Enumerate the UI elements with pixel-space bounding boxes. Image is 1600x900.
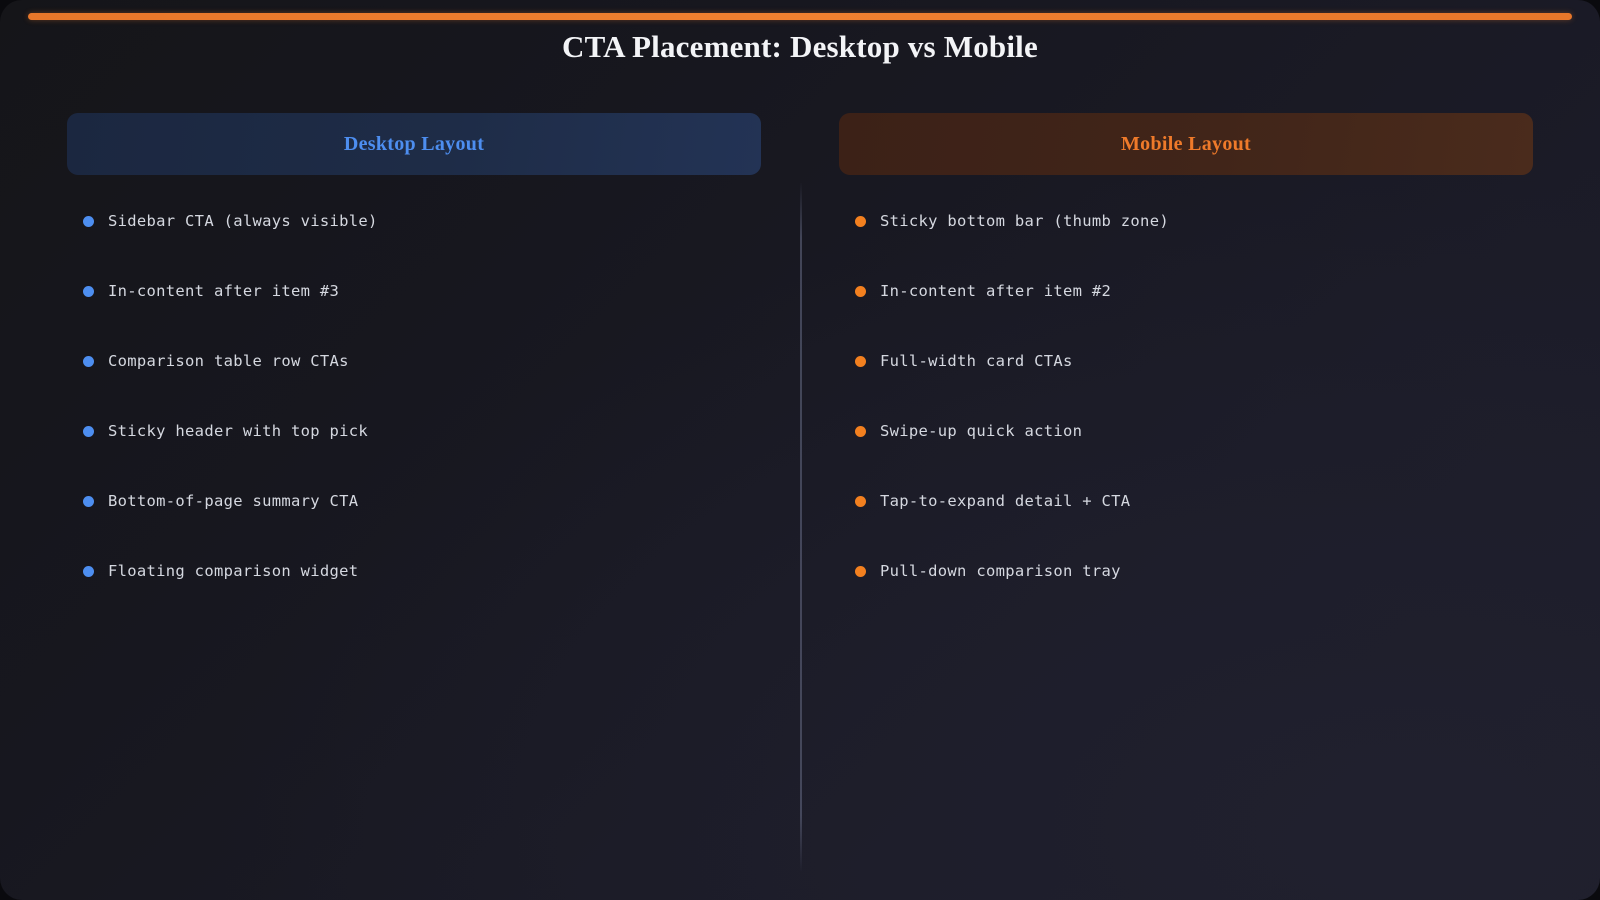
list-item-label: Floating comparison widget bbox=[108, 562, 359, 580]
list-item-label: Pull-down comparison tray bbox=[880, 562, 1121, 580]
top-accent-bar bbox=[28, 13, 1572, 20]
list-item-label: In-content after item #3 bbox=[108, 282, 340, 300]
list-item: Bottom-of-page summary CTA bbox=[67, 491, 761, 561]
page-title: CTA Placement: Desktop vs Mobile bbox=[562, 29, 1038, 64]
bullet-icon bbox=[83, 566, 94, 577]
list-item: Sticky bottom bar (thumb zone) bbox=[839, 211, 1533, 281]
column-desktop: Desktop Layout Sidebar CTA (always visib… bbox=[67, 113, 761, 631]
list-item-label: Bottom-of-page summary CTA bbox=[108, 492, 359, 510]
column-divider bbox=[800, 183, 802, 871]
panel-header-mobile: Mobile Layout bbox=[839, 113, 1533, 175]
bullet-icon bbox=[83, 216, 94, 227]
list-item: In-content after item #3 bbox=[67, 281, 761, 351]
bullet-icon bbox=[855, 566, 866, 577]
list-item-label: Tap-to-expand detail + CTA bbox=[880, 492, 1131, 510]
list-item-label: Sticky bottom bar (thumb zone) bbox=[880, 212, 1169, 230]
list-item: Tap-to-expand detail + CTA bbox=[839, 491, 1533, 561]
list-item: In-content after item #2 bbox=[839, 281, 1533, 351]
list-item: Sidebar CTA (always visible) bbox=[67, 211, 761, 281]
list-item: Full-width card CTAs bbox=[839, 351, 1533, 421]
bullet-icon bbox=[855, 286, 866, 297]
list-item: Comparison table row CTAs bbox=[67, 351, 761, 421]
list-item: Floating comparison widget bbox=[67, 561, 761, 631]
list-desktop: Sidebar CTA (always visible) In-content … bbox=[67, 211, 761, 631]
panel-header-desktop-label: Desktop Layout bbox=[343, 132, 485, 155]
list-item-label: Swipe-up quick action bbox=[880, 422, 1083, 440]
list-item-label: Sidebar CTA (always visible) bbox=[108, 212, 378, 230]
list-item-label: Comparison table row CTAs bbox=[108, 352, 349, 370]
list-item: Pull-down comparison tray bbox=[839, 561, 1533, 631]
column-mobile: Mobile Layout Sticky bottom bar (thumb z… bbox=[839, 113, 1533, 631]
bullet-icon bbox=[83, 426, 94, 437]
list-item-label: Sticky header with top pick bbox=[108, 422, 369, 440]
list-mobile: Sticky bottom bar (thumb zone) In-conten… bbox=[839, 211, 1533, 631]
panel-header-mobile-label: Mobile Layout bbox=[1120, 132, 1251, 155]
list-item-label: Full-width card CTAs bbox=[880, 352, 1073, 370]
list-item-label: In-content after item #2 bbox=[880, 282, 1112, 300]
bullet-icon bbox=[83, 356, 94, 367]
bullet-icon bbox=[83, 496, 94, 507]
bullet-icon bbox=[855, 216, 866, 227]
bullet-icon bbox=[855, 356, 866, 367]
panel-header-desktop: Desktop Layout bbox=[67, 113, 761, 175]
list-item: Swipe-up quick action bbox=[839, 421, 1533, 491]
bullet-icon bbox=[855, 496, 866, 507]
bullet-icon bbox=[83, 286, 94, 297]
list-item: Sticky header with top pick bbox=[67, 421, 761, 491]
bullet-icon bbox=[855, 426, 866, 437]
